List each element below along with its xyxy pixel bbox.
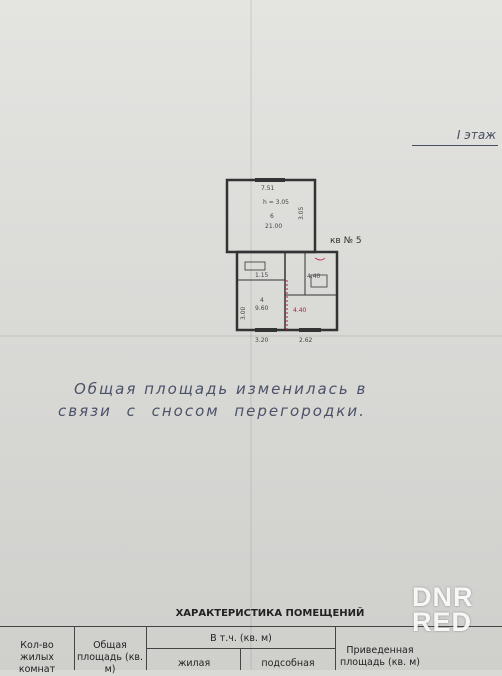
col-total-area: Общая площадь (кв. м) (76, 640, 144, 675)
table-top-border (0, 626, 502, 627)
room-4-number: 4 (260, 297, 264, 304)
note-line-2: связи с сносом перегородки. (58, 402, 366, 420)
col-including: В т.ч. (кв. м) (210, 633, 272, 644)
col-rooms-count: Кол-во жилых комнат (18, 640, 56, 675)
apartment-label: кв № 5 (330, 236, 362, 246)
room-6-area: 21.00 (265, 223, 282, 230)
room-2-area: 4.40 (293, 307, 307, 314)
room-6-height: h = 3.05 (263, 199, 289, 206)
paper-fold-vertical (250, 0, 252, 670)
small-area-2: 1.15 (255, 272, 269, 279)
col-auxiliary: подсобная (261, 658, 315, 669)
lower-rooms-walls (235, 250, 339, 332)
small-area-1: 4.40 (307, 273, 321, 280)
room-4-side: 3.00 (240, 306, 247, 320)
table-title: ХАРАКТЕРИСТИКА ПОМЕЩЕНИЙ (175, 608, 365, 619)
note-line-1: Общая площадь изменилась в (74, 380, 368, 398)
room-6-number: 6 (270, 213, 274, 220)
bottom-dim-right: 2.62 (299, 337, 313, 344)
col-reduced-area: Приведенная площадь (кв. м) (340, 645, 421, 668)
room-4-area: 9.60 (255, 305, 269, 312)
dnr-red-logo: DNR RED (412, 582, 474, 637)
floor-label: I этаж (412, 128, 498, 146)
bottom-dim-left: 3.20 (255, 337, 269, 344)
col-living: жилая (177, 658, 211, 669)
window-top (255, 178, 285, 182)
dim-top: 7.51 (261, 185, 275, 192)
floor-plan: 7.51 h = 3.05 6 21.00 3.05 9.60 4 3.00 4… (225, 178, 339, 344)
paper-fold-horizontal (0, 335, 502, 337)
room-6-side: 3.05 (298, 206, 305, 220)
